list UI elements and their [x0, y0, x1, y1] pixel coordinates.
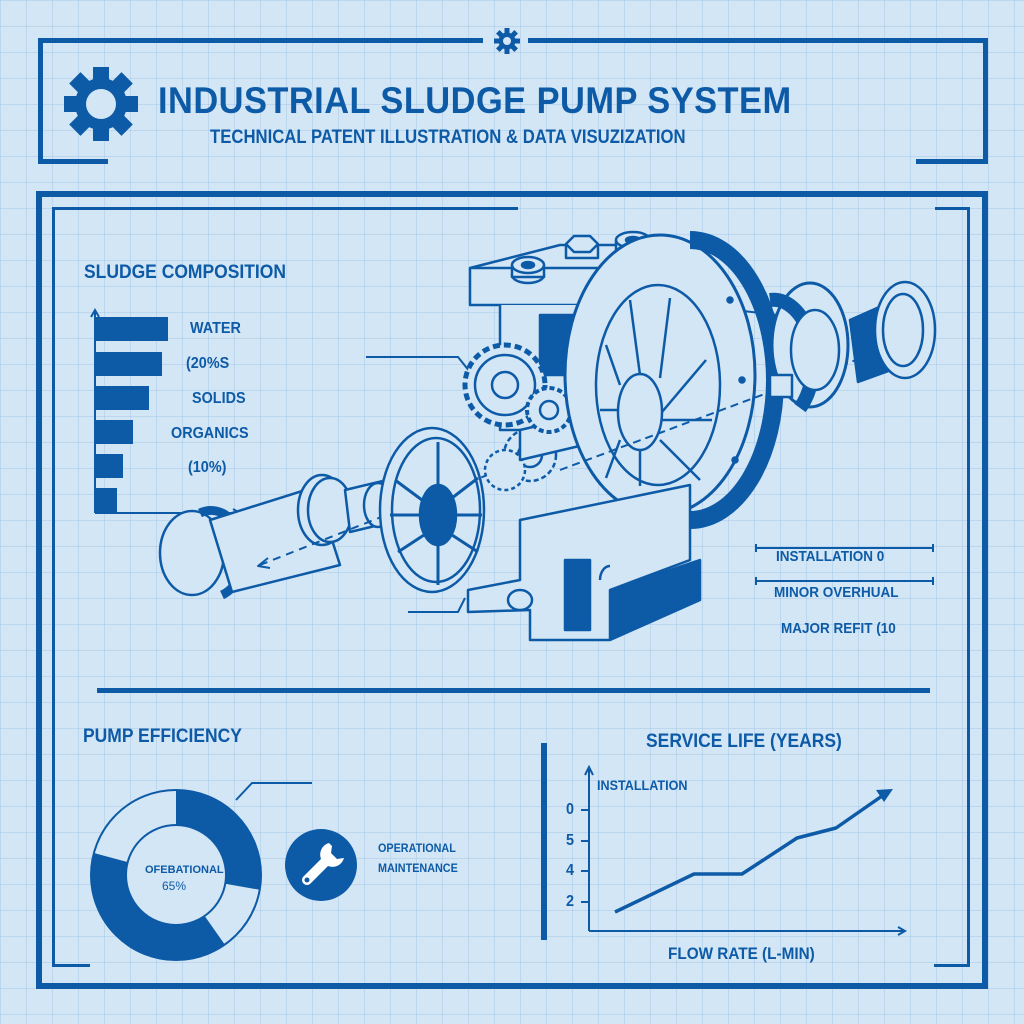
inner-top-right-line [935, 207, 970, 210]
main-left-border [36, 191, 42, 989]
service-left-accent-bar [541, 743, 547, 940]
efficiency-legend-maintenance: MAINTENANCE [378, 861, 458, 875]
header-bottom-left-corner [38, 159, 108, 164]
service-ytick-1: 5 [566, 832, 575, 849]
composition-title: SLUDGE COMPOSITION [84, 262, 287, 283]
efficiency-legend-operational: OPERATIONAL [378, 841, 456, 855]
callout-minor-overhaul: MINOR OVERHUAL [774, 584, 899, 601]
service-ytick-3: 2 [566, 893, 575, 910]
page-title: INDUSTRIAL SLUDGE PUMP SYSTEM [158, 80, 792, 121]
main-right-border [982, 191, 988, 989]
donut-center-label: OFEBATIONAL [145, 864, 224, 876]
composition-label-10pct: (10%) [188, 459, 227, 476]
main-bottom-border [36, 983, 988, 989]
main-top-border [36, 191, 988, 197]
service-ytick-2: 4 [566, 862, 575, 879]
composition-label-water: WATER [190, 320, 241, 337]
header-top-border-right [528, 38, 988, 43]
donut-center-value: 65% [162, 879, 187, 893]
service-xlabel: FLOW RATE (L-MIN) [668, 944, 815, 963]
efficiency-title: PUMP EFFICIENCY [83, 726, 242, 747]
header-bottom-right-corner [916, 159, 988, 164]
section-divider [97, 688, 930, 693]
header-left-border [38, 38, 43, 164]
composition-label-20pct: (20%S [186, 355, 230, 372]
small-gear-icon [494, 28, 520, 54]
inner-top-left-line [52, 207, 518, 210]
inner-bottom-left-line [52, 964, 90, 967]
service-ytick-0: 0 [566, 801, 575, 818]
composition-label-organics: ORGANICS [171, 425, 249, 442]
composition-label-solids: SOLIDS [192, 390, 246, 407]
service-title: SERVICE LIFE (YEARS) [646, 731, 842, 752]
inner-bottom-right-line [934, 964, 970, 967]
service-series-label: INSTALLATION [597, 777, 688, 793]
gear-icon [64, 67, 138, 141]
callout-installation: INSTALLATION 0 [776, 548, 885, 565]
header-top-border-left [38, 38, 483, 43]
inner-left-line [52, 207, 55, 967]
callout-major-refit: MAJOR REFIT (10 [781, 620, 896, 637]
wrench-icon [285, 829, 357, 901]
page-subtitle: TECHNICAL PATENT ILLUSTRATION & DATA VIS… [210, 127, 686, 148]
inner-right-line [967, 207, 970, 967]
header-right-border [983, 38, 988, 164]
